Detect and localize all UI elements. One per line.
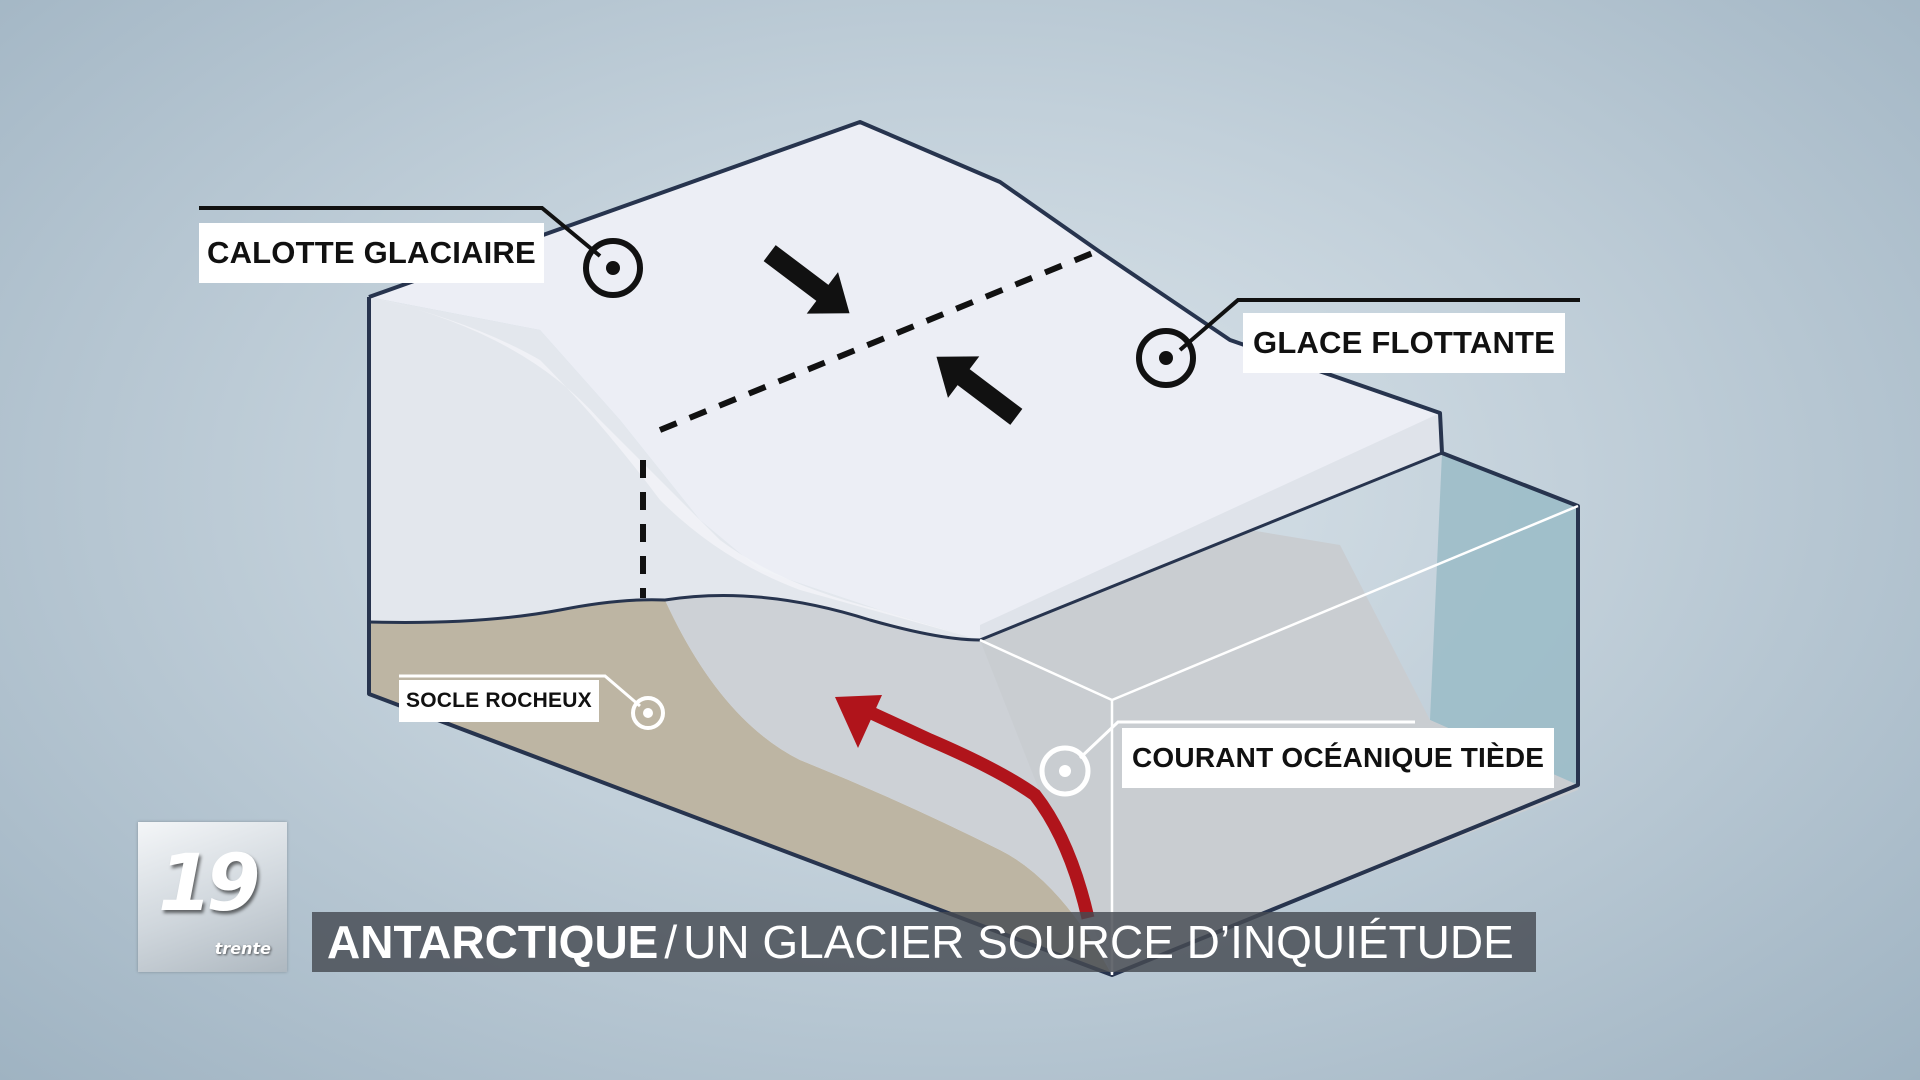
warm-current-arrow [862,704,1095,920]
calotte-leader-line [199,206,602,258]
glace-target-icon [1136,328,1196,388]
headline-separator: / [664,916,678,968]
label-courant-oceanique: COURANT OCÉANIQUE TIÈDE [1122,728,1555,788]
arrow-up-left-icon [936,356,1023,425]
warm-current-arrowhead [835,695,882,748]
calotte-target-dot [606,261,620,275]
headline-banner: ANTARCTIQUE/UN GLACIER SOURCE D’INQUIÉTU… [312,912,1536,972]
courant-target-icon [1039,745,1091,797]
glace-leader-line [1178,298,1580,352]
socle-target-dot [643,708,653,718]
calotte-target-icon [583,238,643,298]
logo-number: 19 [158,839,261,929]
floating-ice-edge [980,413,1442,640]
glace-target-dot [1159,351,1173,365]
courant-target-dot [1059,765,1071,777]
label-socle-rocheux: SOCLE ROCHEUX [399,680,599,722]
label-calotte-glaciaire: CALOTTE GLACIAIRE [199,223,544,283]
logo-sub: trente [214,939,271,958]
floating-edge-outline [979,451,1443,642]
headline-title: ANTARCTIQUE [327,916,659,968]
subglacial-water [665,595,1112,975]
channel-logo: 19 trente [138,822,287,972]
socle-target-icon [631,696,665,730]
arrow-down-right-icon [763,245,850,314]
label-glace-flottante: GLACE FLOTTANTE [1243,313,1566,373]
water-back-wall [1430,453,1578,785]
headline-subtitle: UN GLACIER SOURCE D’INQUIÉTUDE [683,916,1514,968]
courant-leader-line [1078,720,1415,760]
grounding-line-top [658,247,1102,433]
socle-leader-line [399,674,641,708]
ice-bed-outline [368,594,981,642]
